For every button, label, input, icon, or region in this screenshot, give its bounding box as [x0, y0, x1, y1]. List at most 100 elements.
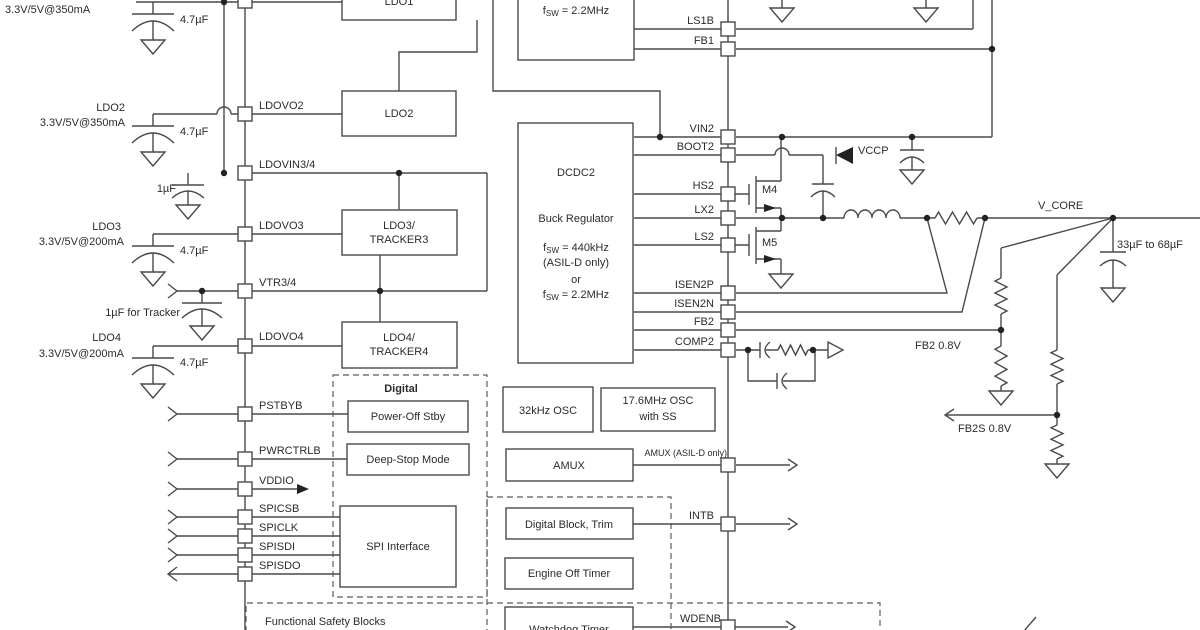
dcdc2-or-label: or	[571, 274, 581, 286]
inductor-symbol	[843, 209, 901, 219]
deep-stop-mode-block	[346, 443, 470, 476]
m5-label: M5	[762, 237, 777, 249]
pin-label-fb2: FB2	[694, 316, 714, 328]
resistor-symbols	[777, 210, 1065, 460]
safety-region-outline	[245, 602, 881, 630]
pin-label-amux: AMUX (ASIL-D only)	[644, 448, 727, 458]
ldo2-block	[341, 90, 457, 137]
vcore-label: V_CORE	[1038, 200, 1083, 212]
pin-label-spiclk: SPICLK	[259, 522, 299, 534]
spi-interface-block	[339, 505, 457, 588]
osc32k-block	[502, 386, 594, 433]
pin-label-hs2: HS2	[693, 180, 714, 192]
pin-label-wdenb: WDENB	[680, 613, 721, 625]
capacitor-symbols	[131, 2, 1127, 390]
vddio-arrow-icon	[297, 484, 309, 494]
cap-value-label: 4.7µF	[180, 245, 209, 257]
cap-1uf-label: 1µF	[157, 183, 176, 195]
osc176m-block	[600, 387, 716, 432]
pin-label-vtr34: VTR3/4	[259, 277, 296, 289]
ldo4-name-label: LDO4	[92, 332, 121, 344]
m4-source-arrow-icon	[764, 204, 776, 212]
dcdc2-fsw2-label: fSW = 2.2MHz	[543, 289, 609, 302]
dcdc1-block	[517, 0, 635, 61]
pin-label-vin2: VIN2	[690, 123, 714, 135]
pin-label-pstbyb: PSTBYB	[259, 400, 302, 412]
right-pin-squares	[720, 21, 736, 630]
cap-value-label: 4.7µF	[180, 14, 209, 26]
m4-label: M4	[762, 184, 777, 196]
input-arrow-icons	[166, 283, 179, 582]
pin-label-spicsb: SPICSB	[259, 503, 299, 515]
cap-value-label: 4.7µF	[180, 126, 209, 138]
dcdc2-block	[517, 122, 634, 364]
osc176m-label-1: 17.6MHz OSC	[623, 395, 694, 407]
digital-region-label: Digital	[384, 383, 418, 395]
osc32k-label: 32kHz OSC	[519, 405, 577, 417]
ldo3-tracker-label-2: TRACKER3	[370, 234, 429, 246]
pin-label-ls2: LS2	[694, 231, 714, 243]
pin-label-boot2: BOOT2	[677, 141, 714, 153]
amux-block	[505, 448, 634, 482]
left-pin-squares	[237, 0, 253, 582]
dig-trim-label: Digital Block, Trim	[525, 519, 613, 531]
dcdc2-fsw1-label: fSW = 440kHz	[543, 242, 609, 255]
ground-icons	[139, 7, 1127, 480]
ldo1-block	[341, 0, 457, 21]
ldo4-tracker-label-1: LDO4/	[383, 332, 416, 344]
ldo3-rating-label: 3.3V/5V@200mA	[39, 236, 125, 248]
pin-label-spisdo: SPISDO	[259, 560, 301, 572]
mosfet-m4	[748, 137, 782, 218]
vccp-label: VCCP	[858, 145, 889, 157]
pin-label-ls1b: LS1B	[687, 15, 714, 27]
dcdc2-asil-label: (ASIL-D only)	[543, 257, 609, 269]
pin-label-vddio: VDDIO	[259, 475, 294, 487]
pin-label-ldovin34: LDOVIN3/4	[259, 159, 315, 171]
out-cap-label: 33µF to 68µF	[1117, 239, 1183, 251]
pin-label-pwrctrlb: PWRCTRLB	[259, 445, 321, 457]
wires-right	[633, 0, 1200, 630]
pin-label-ldovo2: LDOVO2	[259, 100, 304, 112]
fb2-voltage-label: FB2 0.8V	[915, 340, 962, 352]
power-off-label: Power-Off Stby	[371, 411, 446, 423]
digital-block-trim-block	[505, 507, 634, 540]
ldo4-rating-label: 3.3V/5V@200mA	[39, 348, 125, 360]
watchdog-label: Watchdog Timer	[529, 624, 609, 630]
wire-hop	[216, 106, 232, 115]
dcdc2-name-label: DCDC2	[557, 167, 595, 179]
comp2-buffer-icon	[827, 340, 845, 360]
wire-hop	[774, 147, 790, 156]
pin-label-lx2: LX2	[694, 204, 714, 216]
mosfet-m5	[748, 218, 782, 274]
digital-lower-region-outline	[486, 496, 672, 630]
dcdc2-type-label: Buck Regulator	[538, 213, 614, 225]
pin-label-comp2: COMP2	[675, 336, 714, 348]
pin-label-ldovo3: LDOVO3	[259, 220, 304, 232]
spi-interface-label: SPI Interface	[366, 541, 430, 553]
ldo3-tracker-label-1: LDO3/	[383, 220, 416, 232]
tracker-cap-label: 1µF for Tracker	[105, 307, 180, 319]
deep-stop-label: Deep-Stop Mode	[366, 454, 449, 466]
junction-dots	[198, 0, 1117, 419]
ldo2-name-label: LDO2	[96, 102, 125, 114]
cap-value-label: 4.7µF	[180, 357, 209, 369]
power-off-stby-block	[347, 400, 469, 433]
engine-off-label: Engine Off Timer	[528, 568, 611, 580]
wires-left	[136, 0, 661, 575]
ldo1-rating-label: 3.3V/5V@350mA	[5, 4, 91, 16]
vccp-diode-icon	[836, 147, 853, 164]
pin-label-isen2p: ISEN2P	[675, 279, 714, 291]
pin-label-ldovo4: LDOVO4	[259, 331, 304, 343]
pin-label-intb: INTB	[689, 510, 714, 522]
m5-source-arrow-icon	[764, 255, 776, 263]
ldo4-tracker4-block	[341, 321, 458, 369]
osc176m-label-2: with SS	[638, 411, 676, 423]
ldo2-block-label: LDO2	[385, 108, 414, 120]
safety-region-label: Functional Safety Blocks	[265, 616, 386, 628]
fb2s-voltage-label: FB2S 0.8V	[958, 423, 1012, 435]
pin-label-spisdi: SPISDI	[259, 541, 295, 553]
pin-label-fb1: FB1	[694, 35, 714, 47]
dcdc1-fsw-label: fSW = 2.2MHz	[543, 5, 609, 18]
